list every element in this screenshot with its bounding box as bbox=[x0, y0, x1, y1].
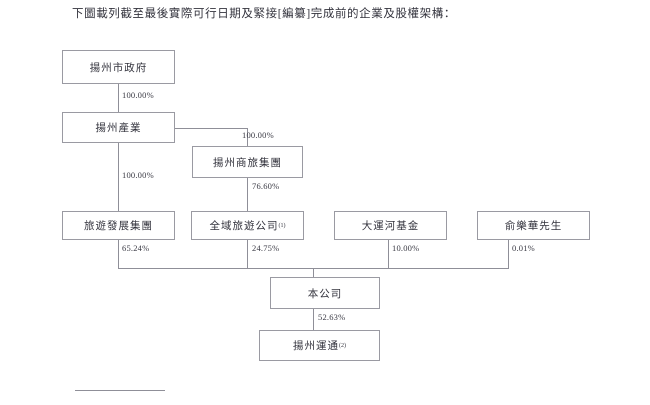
node-label: 旅遊發展集團 bbox=[84, 221, 153, 232]
connector-industry-to-commercetravel-vertical bbox=[247, 128, 248, 146]
node-grand-canal-fund[interactable]: 大運河基金 bbox=[334, 211, 447, 240]
node-label: 揚州產業 bbox=[95, 123, 142, 134]
node-the-company[interactable]: 本公司 bbox=[270, 277, 380, 309]
connector-industry-to-commercetravel-horizontal bbox=[175, 128, 247, 129]
node-footnote-marker: (1) bbox=[278, 222, 286, 229]
percent-commercetravel-to-quanyu: 76.60% bbox=[252, 181, 280, 191]
node-footnote-marker: (2) bbox=[339, 342, 346, 349]
percent-industry-to-tourismgroup: 100.00% bbox=[122, 170, 154, 180]
percent-government-to-industry: 100.00% bbox=[122, 90, 154, 100]
node-yangzhou-commerce-travel-group[interactable]: 揚州商旅集團 bbox=[192, 146, 303, 178]
node-label: 揚州運通 bbox=[293, 341, 339, 352]
page-intro-text: 下圖載列截至最後實際可行日期及緊接[編纂]完成前的企業及股權架構： bbox=[72, 8, 456, 20]
connector-government-to-industry bbox=[118, 84, 119, 112]
node-label: 揚州商旅集團 bbox=[213, 157, 282, 169]
connector-tourismgroup-drop bbox=[118, 240, 119, 268]
connector-industry-to-tourismgroup bbox=[118, 143, 119, 211]
percent-quanyu-to-company: 24.75% bbox=[252, 243, 280, 253]
node-label: 俞樂華先生 bbox=[504, 221, 563, 232]
node-mr-yu-lehua[interactable]: 俞樂華先生 bbox=[477, 211, 590, 240]
node-quanyu-tourism-company[interactable]: 全域旅遊公司(1) bbox=[191, 211, 304, 240]
percent-grandcanalfund-to-company: 10.00% bbox=[392, 243, 420, 253]
node-yangzhou-municipal-government[interactable]: 揚州市政府 bbox=[62, 50, 175, 84]
percent-company-to-yuntong: 52.63% bbox=[318, 312, 346, 322]
node-yangzhou-yuntong[interactable]: 揚州運通(2) bbox=[259, 330, 380, 361]
connector-company-to-yuntong bbox=[313, 309, 314, 330]
connector-mryu-drop bbox=[508, 240, 509, 268]
percent-mryu-to-company: 0.01% bbox=[512, 243, 535, 253]
node-label: 揚州市政府 bbox=[89, 62, 148, 74]
node-yangzhou-industry[interactable]: 揚州產業 bbox=[62, 112, 175, 143]
percent-tourismgroup-to-company: 65.24% bbox=[122, 243, 150, 253]
percent-industry-to-commercetravel: 100.00% bbox=[242, 130, 274, 140]
footnote-separator-rule bbox=[75, 390, 165, 391]
connector-grandcanalfund-drop bbox=[388, 240, 389, 268]
connector-bus-to-company bbox=[313, 268, 314, 277]
node-label: 本公司 bbox=[307, 288, 343, 300]
connector-quanyu-drop bbox=[247, 240, 248, 268]
node-tourism-development-group[interactable]: 旅遊發展集團 bbox=[62, 211, 175, 240]
node-label: 大運河基金 bbox=[361, 221, 420, 232]
connector-commercetravel-to-quanyu bbox=[247, 178, 248, 211]
node-label: 全域旅遊公司 bbox=[209, 221, 279, 232]
